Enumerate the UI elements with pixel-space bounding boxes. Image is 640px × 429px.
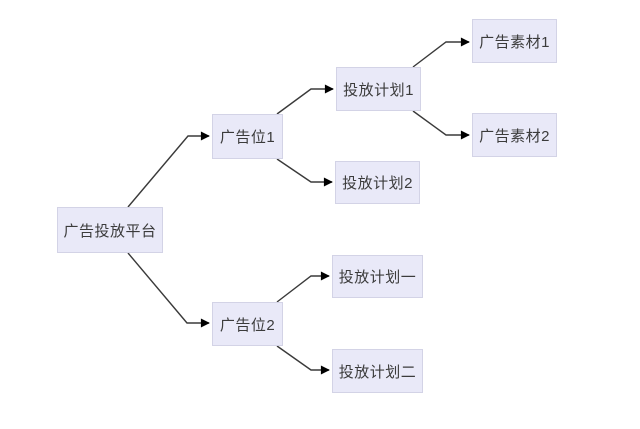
- node-plan-1: 投放计划1: [336, 67, 421, 111]
- node-ad-platform: 广告投放平台: [57, 207, 163, 253]
- edge-platform-to-adslot1: [127, 131, 210, 208]
- node-creative-2: 广告素材2: [472, 113, 557, 157]
- edge-adslot2-to-planyi: [276, 271, 330, 303]
- node-ad-slot-1: 广告位1: [212, 114, 283, 159]
- node-plan-yi: 投放计划一: [332, 255, 423, 298]
- node-ad-slot-2: 广告位2: [212, 302, 283, 346]
- edge-adslot1-to-plan1: [276, 84, 334, 115]
- edge-plan1-to-creative1: [412, 37, 470, 68]
- edge-platform-to-adslot2: [127, 252, 210, 328]
- node-plan-er: 投放计划二: [332, 349, 423, 393]
- node-creative-1: 广告素材1: [472, 19, 557, 63]
- edge-adslot2-to-planer: [276, 345, 330, 375]
- edge-plan1-to-creative2: [412, 110, 470, 140]
- edge-adslot1-to-plan2: [276, 158, 333, 187]
- node-plan-2: 投放计划2: [335, 161, 420, 204]
